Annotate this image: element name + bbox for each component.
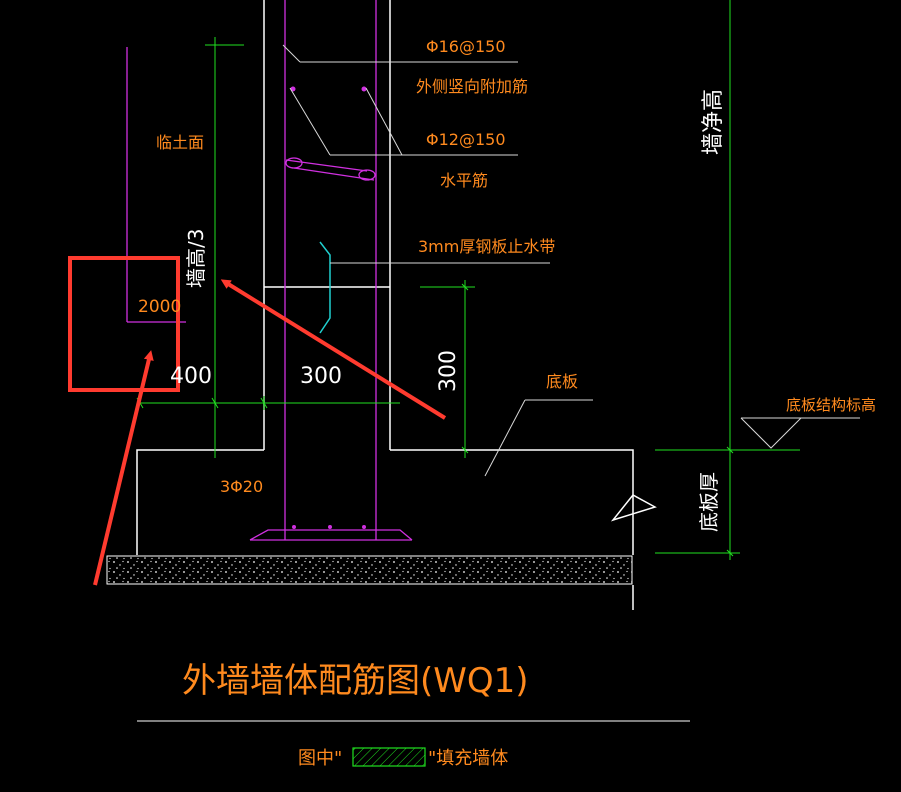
label-rebar-horizontal: Φ12@150 [426,130,506,149]
legend-prefix: 图中" [298,748,342,769]
label-rebar-vertical-desc: 外侧竖向附加筋 [416,77,528,96]
label-rebar-horizontal-desc: 水平筋 [440,171,488,190]
label-dim-400: 400 [170,364,212,389]
label-slab-elevation: 底板结构标高 [786,396,876,414]
blinding-layer [106,555,633,585]
rebar-lines [126,0,413,541]
highlight-arrow-2 [220,279,447,420]
label-dim-300-wall: 300 [300,364,342,389]
label-slab: 底板 [546,372,578,391]
rebar-dots [290,86,367,529]
label-waterstop: 3mm厚钢板止水带 [418,237,555,256]
waterstop-plate [319,241,331,334]
drawing-title: 外墙墙体配筋图(WQ1) [182,661,529,701]
legend-suffix: "填充墙体 [428,748,508,769]
label-soil-face: 临土面 [156,133,204,152]
label-wall-clear-height: 墙净高 [701,89,726,155]
label-wall-height-third: 墙高/3 [184,229,208,288]
highlight-arrow-1 [93,350,154,586]
label-dim-300-vertical: 300 [436,350,461,392]
legend-hatch-swatch [352,747,426,767]
label-slab-thickness: 底板厚 [697,472,721,532]
label-bottom-bars: 3Φ20 [220,477,263,496]
highlight-box [68,256,180,392]
label-dim-2000: 2000 [138,297,181,317]
label-rebar-vertical: Φ16@150 [426,37,506,56]
leader-lines [282,44,860,477]
